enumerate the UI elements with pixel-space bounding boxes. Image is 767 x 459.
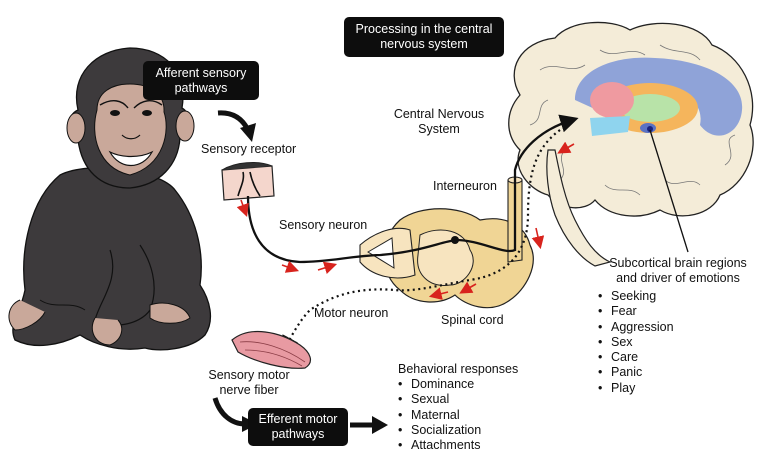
muscle-illustration [231,331,312,369]
cns-label-line1: Central Nervous [393,107,485,121]
emotion-item: Seeking [598,289,674,305]
afferent-label-line1: Afferent sensory [155,65,247,80]
sensory-motor-line2: nerve fiber [219,383,279,397]
behavior-item: Dominance [398,377,481,393]
cns-label: Central Nervous System [383,107,495,137]
sensory-motor-fiber-label: Sensory motor nerve fiber [193,368,305,398]
subcortical-label-line2: and driver of emotions [616,271,740,285]
behavior-list: DominanceSexualMaternalSocializationAtta… [398,377,481,454]
afferent-label-line2: pathways [174,80,228,95]
cns-label-line2: System [418,122,460,136]
processing-label-line1: Processing in the central [355,22,493,36]
sensory-motor-line1: Sensory motor [208,368,290,382]
direction-arrows [236,141,575,300]
emotion-item: Panic [598,365,674,381]
behavioral-responses-title: Behavioral responses [398,362,519,376]
processing-cns-box: Processing in the central nervous system [344,17,504,57]
behavior-item: Sexual [398,392,481,408]
afferent-pathways-box: Afferent sensory pathways [143,61,259,100]
flow-arrows [212,110,388,434]
sensory-neuron-label: Sensory neuron [279,218,368,232]
emotion-item: Sex [598,335,674,351]
sensory-receptor-illustration [221,162,275,201]
processing-label-line2: nervous system [380,37,468,51]
emotion-item: Fear [598,304,674,320]
subcortical-label-line1: Subcortical brain regions [609,256,747,270]
subcortical-pointer-line [649,129,689,253]
emotion-item: Play [598,381,674,397]
spinal-cord-label: Spinal cord [441,313,504,327]
interneuron-label: Interneuron [433,179,497,193]
motor-neuron-label: Motor neuron [314,306,389,320]
emotion-list: SeekingFearAggressionSexCarePanicPlay [598,289,674,396]
afferent-pathway-line [246,114,579,264]
behavior-item: Attachments [398,438,481,454]
spinal-cord-illustration [359,176,534,309]
efferent-pathways-box: Efferent motor pathways [248,408,348,446]
efferent-label-line1: Efferent motor [258,412,338,426]
subcortical-label: Subcortical brain regions and driver of … [598,256,758,286]
behavior-item: Socialization [398,423,481,439]
behavior-item: Maternal [398,408,481,424]
efferent-label-line2: pathways [271,427,325,441]
emotion-item: Aggression [598,320,674,336]
brain-illustration [508,21,754,267]
sensory-receptor-label: Sensory receptor [201,142,297,156]
emotion-item: Care [598,350,674,366]
